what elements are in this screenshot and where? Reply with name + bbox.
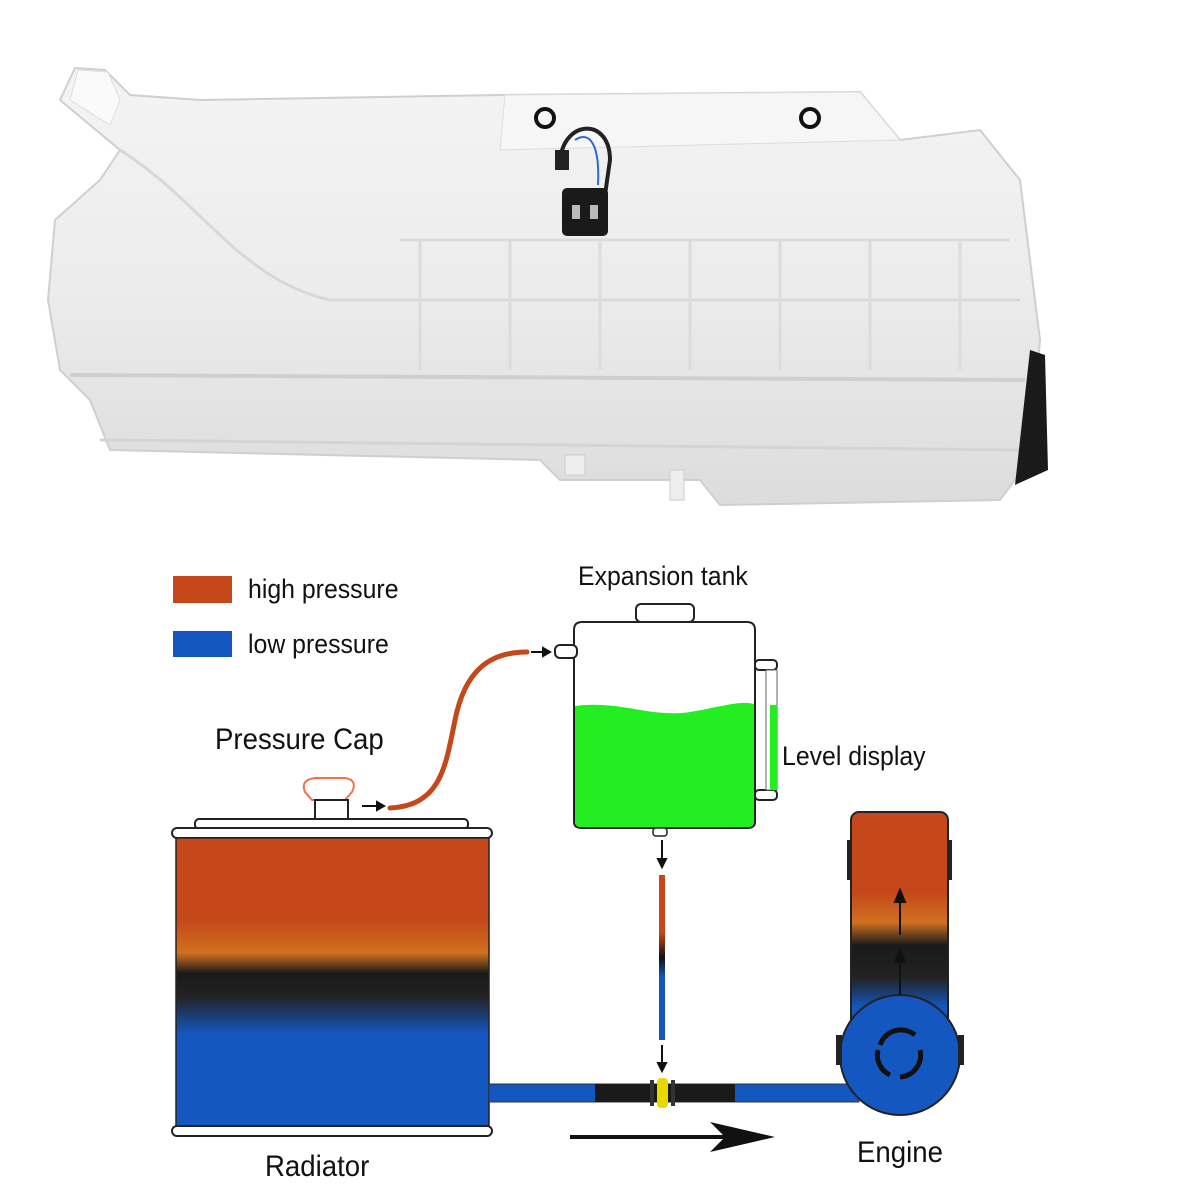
return-line (659, 875, 665, 1040)
radiator-label: Radiator (265, 1150, 370, 1183)
legend-swatch-high (173, 576, 232, 603)
overflow-hose (387, 649, 530, 811)
coolant-tank-photo (46, 66, 1048, 507)
pressure-cap-label: Pressure Cap (215, 723, 384, 756)
coolant-pipe (488, 1078, 860, 1108)
flow-arrow-icon (362, 646, 668, 1074)
flow-up-arrow-icon (893, 887, 907, 995)
valve (657, 1078, 668, 1108)
engine (836, 811, 964, 1116)
expansion-tank (554, 603, 778, 837)
radiator (171, 777, 493, 1137)
expansion-tank-label: Expansion tank (578, 561, 748, 591)
tank-cap (1015, 350, 1048, 485)
flow-direction-arrow-icon (570, 1122, 775, 1152)
mounting-ring (534, 107, 556, 129)
pressure-cap-icon (302, 777, 355, 801)
legend-label-low: low pressure (248, 629, 389, 659)
level-display-label: Level display (782, 741, 926, 771)
mounting-ring (799, 107, 821, 129)
pump-rotation-icon (874, 1027, 924, 1080)
legend-label-high: high pressure (248, 574, 399, 604)
legend-swatch-low (173, 631, 232, 657)
level-sensor-connector (562, 188, 608, 236)
engine-label: Engine (857, 1136, 943, 1169)
